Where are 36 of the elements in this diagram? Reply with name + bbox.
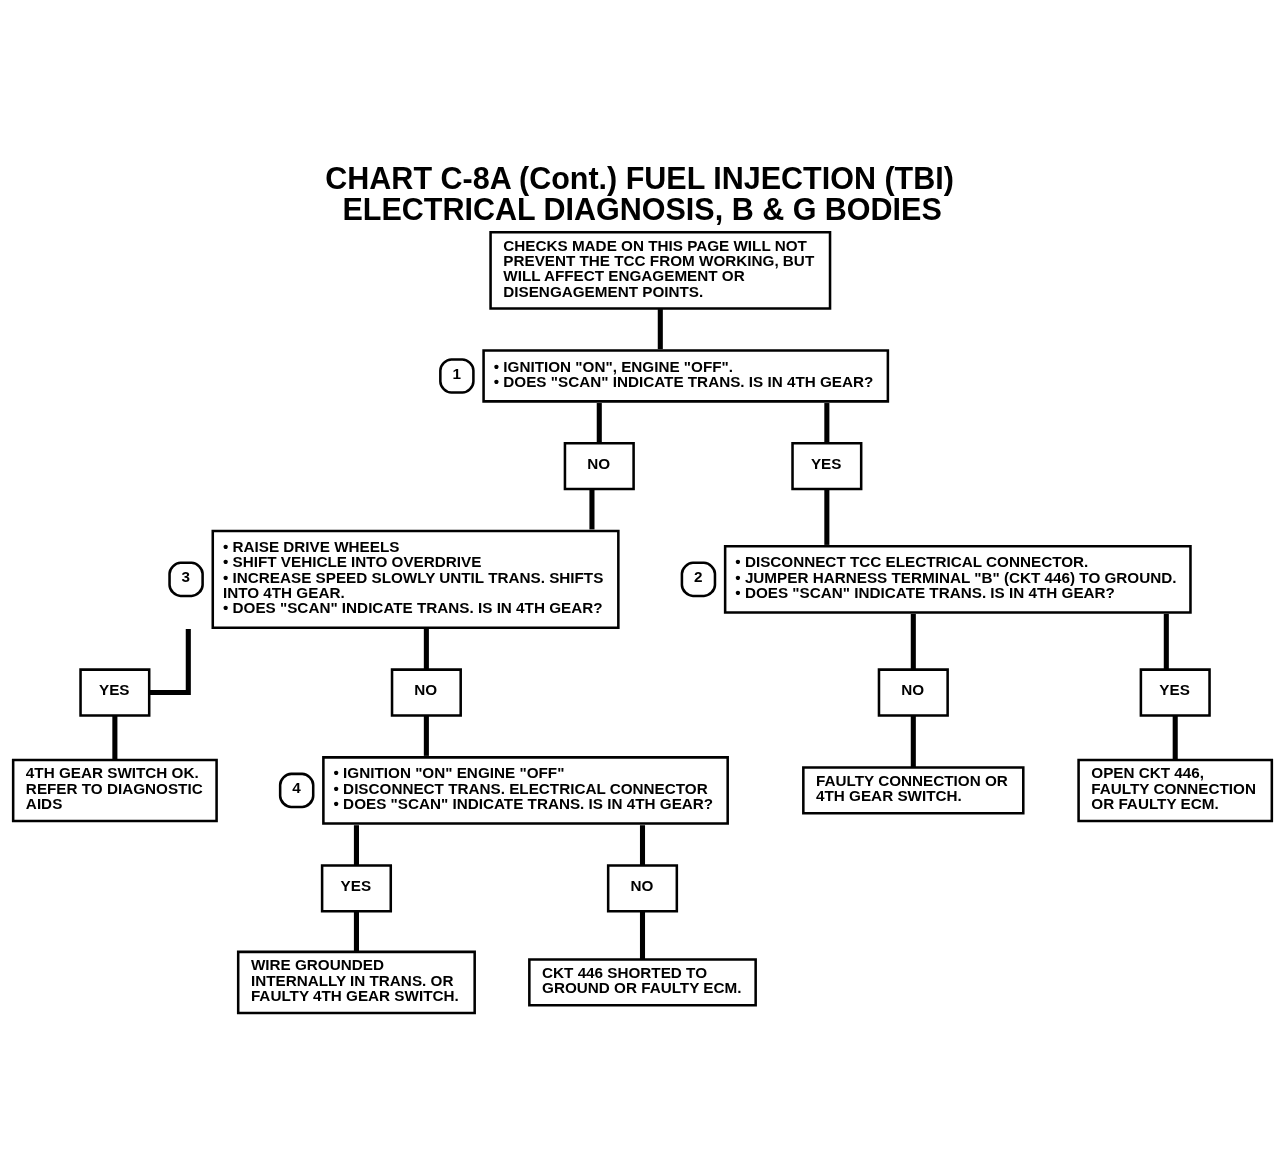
node-box: WIRE GROUNDED INTERNALLY IN TRANS. OR FAULTY 4TH GEAR SWITCH. (236, 950, 476, 1015)
connector (149, 629, 191, 696)
connector (824, 403, 830, 443)
connector (353, 825, 359, 865)
connector (423, 629, 429, 670)
connector (596, 403, 602, 443)
connector (910, 715, 916, 768)
node-box: FAULTY CONNECTION OR 4TH GEAR SWITCH. (802, 766, 1025, 815)
connector (639, 825, 646, 865)
connector (353, 911, 359, 952)
connector (1163, 613, 1169, 670)
node-box: YES (320, 864, 393, 913)
node-box: CHECKS MADE ON THIS PAGE WILL NOT PREVENT THE TCC FROM WORKING, BUT WILL AFFECT ENGAGEMENT OR DISENGAGEMENT POINTS. (489, 231, 832, 310)
node-box: YES (1139, 668, 1211, 717)
node-box: NO (606, 864, 679, 913)
node-label: 2 (693, 568, 703, 586)
connector (1172, 715, 1178, 760)
connector (112, 715, 118, 760)
connector (639, 911, 646, 960)
node-label: 4 (292, 779, 301, 797)
diagram-title: CHART C-8A (Cont.) FUEL INJECTION (TBI) ELECTRICAL DIAGNOSIS, B & G BODIES (325, 161, 954, 226)
connector (824, 489, 830, 545)
connector (657, 309, 663, 350)
node-box: CKT 446 SHORTED TO GROUND OR FAULTY ECM. (528, 958, 757, 1007)
connector (910, 613, 916, 670)
node-box: 4TH GEAR SWITCH OK. REFER TO DIAGNOSTIC AIDS (11, 758, 218, 823)
node-label: 1 (452, 364, 461, 382)
node-box: NO (390, 668, 462, 717)
node-box: NO (563, 442, 635, 491)
node-label: 3 (181, 568, 191, 586)
node-box: YES (79, 668, 151, 717)
connector (589, 489, 595, 530)
connector (423, 715, 429, 756)
node-box: YES (791, 442, 863, 491)
node-box: OPEN CKT 446, FAULTY CONNECTION OR FAULTY ECM. (1077, 758, 1274, 823)
node-box: NO (877, 668, 949, 717)
